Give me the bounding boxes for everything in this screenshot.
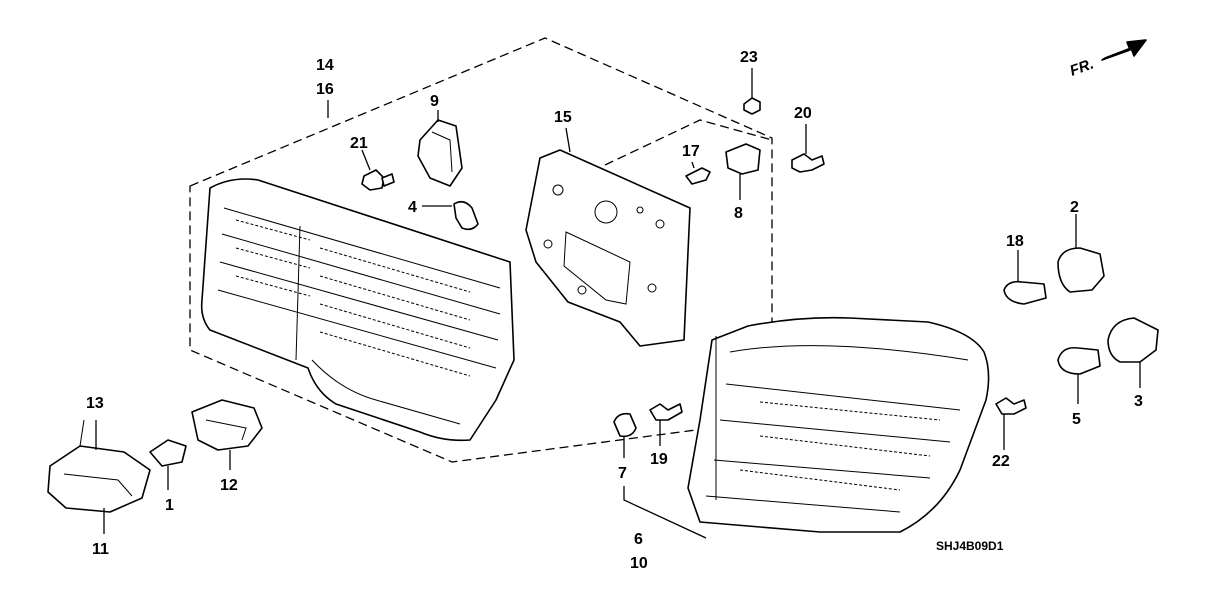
part-18-bulb [1003, 250, 1047, 305]
callout-17: 17 [682, 143, 700, 160]
callout-21: 21 [350, 135, 368, 152]
lamp-base-plate [525, 149, 691, 347]
callout-11: 11 [92, 541, 109, 558]
leader-15 [565, 127, 571, 153]
part-1-clip [149, 439, 187, 490]
callout-4: 4 [408, 199, 417, 216]
part-3-socket [1107, 317, 1159, 388]
part-20-clip [791, 124, 825, 173]
part-9-socket [417, 110, 463, 187]
part-5-bulb [1057, 346, 1101, 404]
callout-14: 14 [316, 57, 334, 74]
part-11-13-cover [47, 419, 151, 534]
callout-16: 16 [316, 81, 334, 98]
callout-3: 3 [1134, 393, 1143, 410]
callout-20: 20 [794, 105, 812, 122]
callout-18: 18 [1006, 233, 1024, 250]
part-19-screw [649, 403, 683, 446]
part-12-bracket [191, 399, 263, 470]
callout-7: 7 [618, 465, 627, 482]
callout-22: 22 [992, 453, 1010, 470]
callout-15: 15 [554, 109, 572, 126]
part-22-screw [995, 397, 1027, 450]
callout-1: 1 [165, 497, 174, 514]
callout-23: 23 [740, 49, 758, 66]
callout-labels: 1 2 3 4 5 6 7 8 9 10 11 12 13 14 15 16 1… [86, 49, 1143, 572]
inner-tail-light [200, 178, 515, 442]
part-17-bulb [685, 161, 711, 185]
callout-9: 9 [430, 93, 439, 110]
callout-2: 2 [1070, 199, 1079, 216]
part-21-screw [361, 149, 395, 191]
front-arrow-icon [1101, 39, 1147, 61]
front-direction-label: FR. [1068, 56, 1097, 80]
part-23-nut [743, 68, 761, 115]
callout-10: 10 [630, 555, 648, 572]
diagram-code: SHJ4B09D1 [936, 539, 1004, 553]
callout-12: 12 [220, 477, 238, 494]
front-direction-indicator: FR. [1068, 39, 1147, 80]
leader-6-10 [623, 486, 707, 539]
part-7-cap [613, 412, 637, 458]
callout-8: 8 [734, 205, 743, 222]
part-4-bulb [422, 200, 479, 231]
garnish-outline [604, 119, 773, 166]
callout-19: 19 [650, 451, 668, 468]
callout-6: 6 [634, 531, 643, 548]
callout-5: 5 [1072, 411, 1081, 428]
part-8-socket [725, 143, 761, 200]
callout-13: 13 [86, 395, 104, 412]
part-2-socket [1057, 214, 1105, 293]
outer-tail-light [687, 316, 990, 533]
